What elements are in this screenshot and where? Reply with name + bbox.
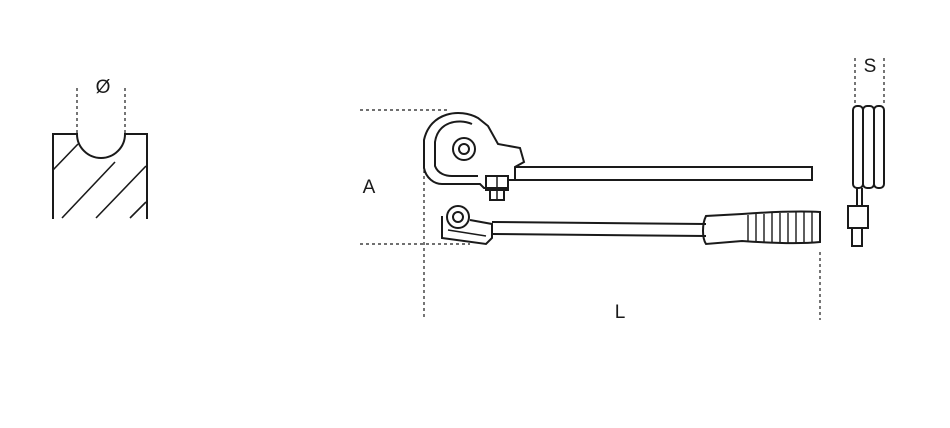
front-handle-stub xyxy=(851,227,863,247)
lower-shoe-edge xyxy=(447,229,487,237)
lower-handle-rod xyxy=(491,221,707,237)
section-hatching xyxy=(52,143,147,219)
tube-bender-front-view: S xyxy=(847,56,885,247)
front-clamp-block xyxy=(847,205,869,229)
handle-grip xyxy=(702,210,821,246)
wheel-plate-right xyxy=(873,105,885,189)
upper-pivot-outer xyxy=(452,137,476,161)
dimension-a: A xyxy=(360,109,470,245)
wheel-plate-left xyxy=(852,105,864,189)
length-label: L xyxy=(615,302,626,323)
thickness-label: S xyxy=(864,56,877,77)
grip-ribs xyxy=(747,212,813,243)
diameter-label: Ø xyxy=(96,77,111,98)
upper-pivot-inner xyxy=(458,143,470,155)
forming-wheel-groove xyxy=(434,120,478,177)
upper-arm xyxy=(515,166,813,181)
wheel-plate-middle xyxy=(862,105,875,189)
height-label: A xyxy=(363,177,376,198)
groove-cross-section: Ø xyxy=(52,77,148,219)
tube-bender-side-view xyxy=(423,112,821,246)
groove-profile-outline xyxy=(52,133,148,219)
forming-wheel-body xyxy=(423,112,526,189)
lower-shoe xyxy=(441,216,493,246)
lower-roller-outer xyxy=(446,205,470,229)
lower-roller-inner xyxy=(452,211,464,223)
